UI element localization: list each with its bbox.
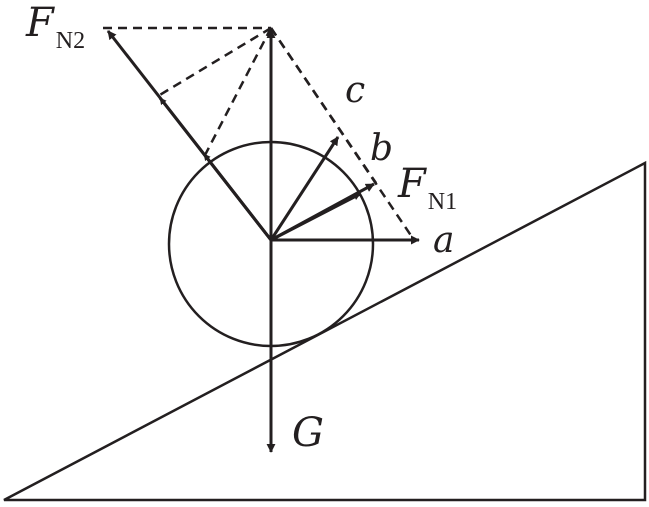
label-g: G	[292, 410, 324, 456]
fn1-arrow-inner	[269, 136, 340, 241]
fn2-label: FN2	[25, 0, 85, 54]
label-b: b	[370, 128, 393, 169]
dashed-line-inner-1	[157, 26, 272, 98]
dashed-line-inner-2	[202, 27, 273, 158]
label-a: a	[433, 220, 454, 261]
fn2-arrow-short	[202, 153, 273, 241]
dashed-line-to-b	[269, 27, 378, 184]
label-c: c	[345, 70, 365, 111]
fn1-arrow-short	[270, 192, 361, 242]
fn1-label: FN1	[397, 161, 457, 215]
